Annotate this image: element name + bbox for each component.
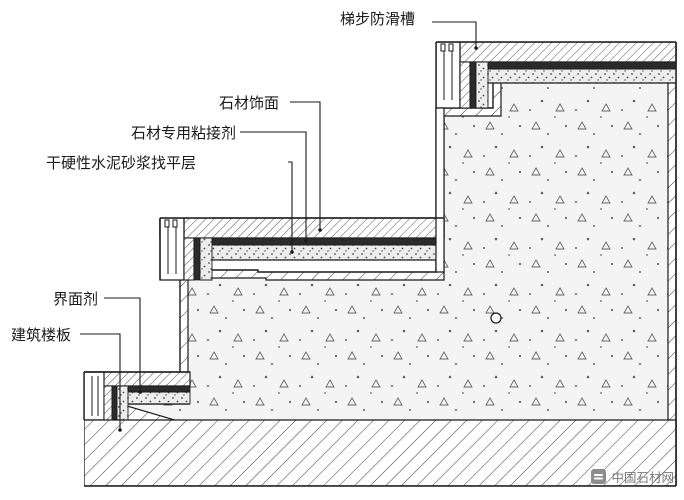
- label-interface-agent: 界面剂: [53, 291, 99, 308]
- wechat-badge-icon: [591, 469, 607, 484]
- middle-step-assembly: [159, 217, 445, 281]
- label-stair-anti-slip-groove: 梯步防滑槽: [340, 11, 416, 28]
- upper-riser-stone-face: [459, 61, 489, 109]
- label-dry-hard-cement-mortar-leveling: 干硬性水泥砂浆找平层: [46, 155, 197, 172]
- label-stone-finish: 石材饰面: [219, 95, 280, 112]
- label-stone-special-adhesive: 石材专用粘接剂: [131, 125, 237, 142]
- lower-slab-hatch: [83, 419, 677, 487]
- watermark-text: 中国石材网: [611, 471, 674, 485]
- label-building-floor-slab: 建筑楼板: [11, 327, 72, 344]
- middle-riser-right: [435, 107, 445, 273]
- detail-marker-circle: [490, 312, 502, 324]
- watermark: 中国石材网: [591, 467, 674, 486]
- top-step-assembly: [435, 41, 677, 109]
- leader-lines: [80, 21, 478, 432]
